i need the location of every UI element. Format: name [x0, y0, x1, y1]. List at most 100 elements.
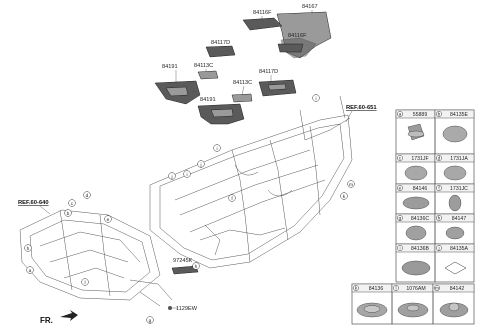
bolt-1129EW[interactable]: [168, 306, 172, 310]
svg-text:j: j: [170, 174, 172, 180]
svg-text:i: i: [186, 172, 187, 178]
plug-84136-icon: [356, 302, 388, 318]
diagram-callout-j-1[interactable]: j: [197, 160, 205, 168]
parts-cell-g[interactable]: g 84136C: [395, 213, 436, 245]
svg-text:i: i: [315, 96, 316, 102]
bracket-97245K[interactable]: [171, 265, 199, 275]
ref-60-651[interactable]: REF.60-651: [346, 105, 377, 111]
svg-text:84136: 84136: [369, 286, 384, 292]
svg-text:d: d: [86, 193, 89, 199]
parts-cell-l[interactable]: l 1076AM: [391, 283, 434, 325]
pad-84191-mid[interactable]: [197, 103, 245, 125]
label-84113C-mid: 84113C: [233, 80, 252, 86]
svg-text:g: g: [149, 319, 152, 324]
ref-60-640[interactable]: REF.60-640: [18, 200, 49, 206]
label-84191-mid: 84191: [200, 97, 216, 103]
pad-84113C-top[interactable]: [197, 70, 219, 80]
diagram-callout-c[interactable]: c: [68, 199, 76, 207]
diagram-callout-f[interactable]: f: [228, 194, 236, 202]
svg-text:84135E: 84135E: [450, 112, 468, 118]
plug-1076AM-icon: [397, 302, 429, 318]
diagram-callout-i-3[interactable]: i: [183, 170, 191, 178]
svg-text:84136C: 84136C: [411, 216, 429, 222]
pad-84191-top[interactable]: [154, 80, 201, 105]
diagram-callout-l[interactable]: l: [81, 278, 89, 286]
clip-55889-icon: [407, 123, 425, 141]
plug-84135E-icon: [442, 125, 468, 143]
svg-text:1731JF: 1731JF: [411, 156, 428, 162]
svg-text:j: j: [199, 162, 201, 168]
svg-text:m: m: [349, 183, 353, 188]
svg-text:84142: 84142: [450, 286, 465, 292]
label-1129EW: 1129EW: [176, 306, 198, 312]
svg-text:b: b: [67, 211, 70, 217]
svg-text:g: g: [399, 217, 402, 222]
svg-text:b: b: [438, 112, 441, 118]
plug-1731JF-icon: [404, 165, 428, 181]
front-direction-label: FR.: [40, 316, 53, 325]
label-84116F-b: 84116F: [288, 33, 307, 39]
svg-text:a: a: [29, 269, 32, 274]
diagram-callout-k[interactable]: k: [340, 192, 348, 200]
label-84117D-mid: 84117D: [259, 69, 278, 75]
pad-84116F[interactable]: [242, 17, 283, 31]
svg-text:k: k: [355, 286, 358, 292]
parts-cell-j[interactable]: j 84135A: [434, 243, 475, 283]
label-84117D-top: 84117D: [211, 40, 230, 46]
plug-84136C-icon: [405, 225, 427, 241]
parts-table: a 55889 b 84135E c 1731JF: [351, 109, 475, 325]
floor-body: [149, 95, 353, 269]
parts-cell-d[interactable]: d 1731JA: [434, 153, 475, 185]
diagram-callout-i-1[interactable]: i: [312, 94, 320, 102]
svg-text:i: i: [216, 146, 217, 152]
pad-84117D-mid[interactable]: [258, 79, 297, 97]
diagram-callout-d[interactable]: d: [83, 191, 91, 199]
front-structure: [19, 209, 173, 307]
parts-cell-i[interactable]: i 84136B: [395, 243, 436, 283]
pad-84116F-b[interactable]: [277, 43, 304, 53]
parts-cell-f[interactable]: f 1731JC: [434, 183, 475, 215]
diagram-callout-h-2[interactable]: h: [192, 262, 200, 270]
svg-text:d: d: [438, 156, 441, 162]
plug-84147-icon: [445, 226, 465, 240]
svg-text:h: h: [27, 246, 30, 252]
label-84116F: 84116F: [253, 10, 272, 16]
plug-1731JA-icon: [443, 165, 467, 181]
svg-text:e: e: [107, 218, 110, 223]
parts-cell-m[interactable]: m 84142: [432, 283, 475, 325]
diagram-callout-b[interactable]: b: [64, 209, 72, 217]
plug-84136B-icon: [401, 260, 431, 276]
diagram-callout-m[interactable]: m: [347, 180, 355, 188]
svg-text:l: l: [395, 286, 396, 292]
svg-text:k: k: [343, 194, 346, 200]
diagram-callout-j-2[interactable]: j: [168, 172, 176, 180]
parts-cell-c[interactable]: c 1731JF: [395, 153, 436, 185]
plug-84142-icon: [439, 302, 469, 318]
parts-cell-a[interactable]: a 55889: [395, 109, 436, 155]
svg-text:c: c: [71, 202, 74, 207]
diagram-callout-e[interactable]: e: [104, 215, 112, 223]
diagram-callout-g[interactable]: g: [146, 316, 154, 324]
svg-text:55889: 55889: [413, 112, 428, 118]
parts-cell-h[interactable]: h 84147: [434, 213, 475, 245]
tape-84135A-icon: [444, 261, 467, 275]
diagram-callout-a[interactable]: a: [26, 266, 34, 274]
label-84191-top: 84191: [162, 64, 178, 70]
svg-text:h: h: [438, 216, 441, 222]
svg-text:f: f: [231, 196, 233, 202]
svg-text:84146: 84146: [413, 186, 428, 192]
plug-1731JC-icon: [448, 194, 462, 212]
plug-84146-icon: [402, 196, 430, 210]
front-arrow-icon: [60, 310, 78, 321]
svg-text:f: f: [438, 186, 440, 192]
parts-cell-b[interactable]: b 84135E: [434, 109, 475, 155]
pad-84117D-top[interactable]: [205, 45, 236, 58]
pad-84113C-mid[interactable]: [231, 93, 253, 103]
diagram-callout-h-1[interactable]: h: [24, 244, 32, 252]
parts-cell-k[interactable]: k 84136: [351, 283, 393, 325]
diagram-callout-i-2[interactable]: i: [213, 144, 221, 152]
label-84113C-top: 84113C: [194, 63, 213, 69]
parts-cell-e[interactable]: e 84146: [395, 183, 436, 215]
svg-text:a: a: [399, 113, 402, 118]
